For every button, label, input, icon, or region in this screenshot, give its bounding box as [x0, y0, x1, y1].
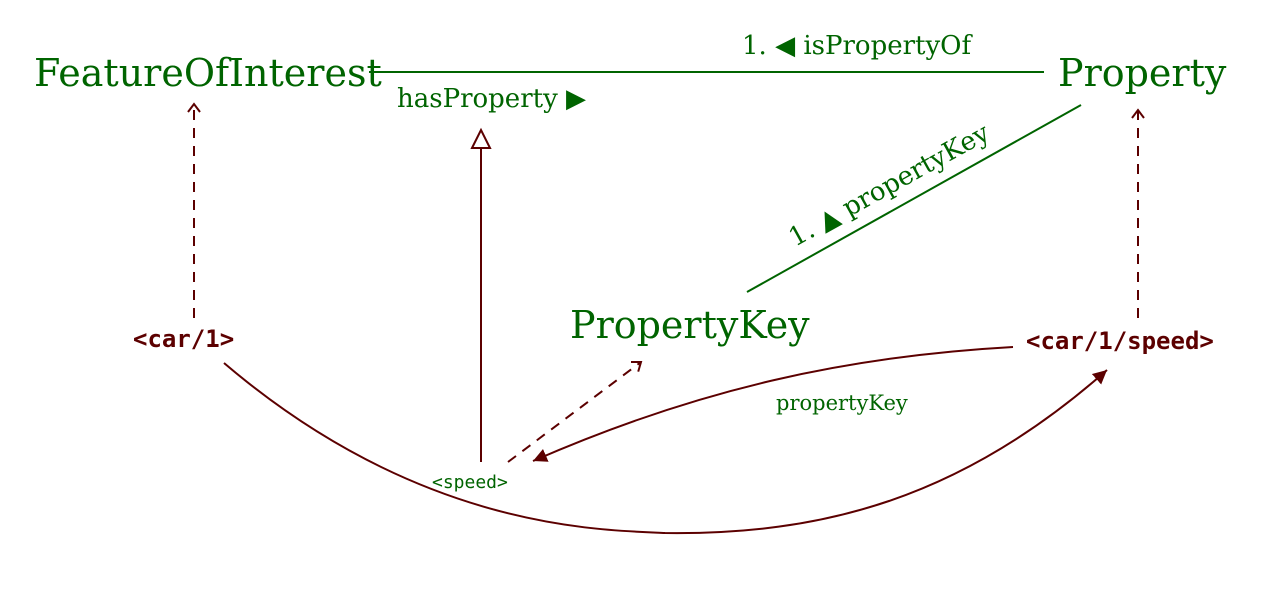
feature-of-interest-class: FeatureOfInterest	[34, 51, 382, 95]
property-key-instance-curve	[532, 346, 1014, 462]
property-key-class-label: 1. ▲ propertyKey	[784, 118, 995, 253]
speed-property: <speed>	[432, 472, 508, 493]
property-key-class: PropertyKey	[570, 303, 810, 347]
property-key-instance-label: propertyKey	[776, 391, 908, 415]
car-instance: <car/1>	[133, 325, 234, 353]
property-class: Property	[1058, 51, 1227, 95]
property-key-association-line	[746, 104, 1082, 293]
is-property-of-label: 1. ◀ isPropertyOf	[742, 31, 973, 61]
car-speed-instance: <car/1/speed>	[1026, 327, 1214, 355]
speed-instance-of-arrow	[507, 360, 643, 463]
has-property-label: hasProperty ▶	[397, 84, 586, 114]
car-to-speed-curve	[223, 362, 1108, 535]
